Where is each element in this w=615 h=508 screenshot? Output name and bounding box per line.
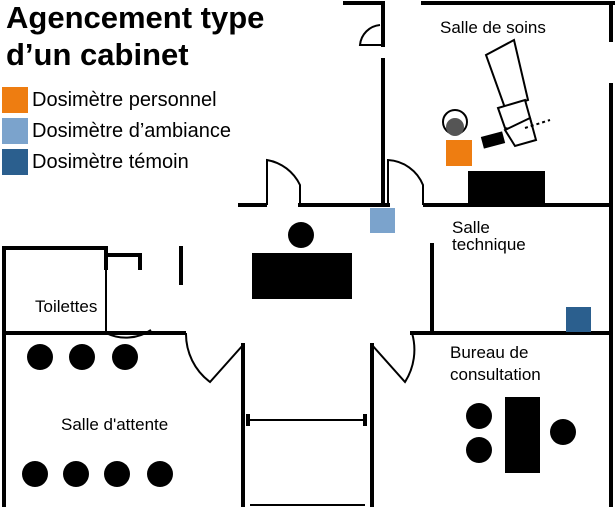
diagram-title-line2: d’un cabinet bbox=[6, 37, 189, 72]
room-label-bureau-2: consultation bbox=[450, 365, 541, 384]
chair bbox=[466, 403, 492, 429]
diagram-title-line1: Agencement type bbox=[6, 0, 265, 35]
office-furniture bbox=[466, 397, 576, 473]
operator bbox=[442, 109, 468, 136]
legend-swatch-temoin bbox=[2, 149, 28, 175]
xray-head bbox=[503, 116, 538, 148]
chair bbox=[112, 344, 138, 370]
chair bbox=[27, 344, 53, 370]
legend-label-ambiance: Dosimètre d’ambiance bbox=[32, 119, 231, 142]
legend-item-personnel: Dosimètre personnel bbox=[2, 87, 217, 113]
chair bbox=[147, 461, 173, 487]
legend-label-personnel: Dosimètre personnel bbox=[32, 88, 217, 111]
legend-swatch-personnel bbox=[2, 87, 28, 113]
room-label-salle-technique-2: technique bbox=[452, 235, 526, 254]
doors bbox=[105, 24, 424, 384]
room-label-salle-attente: Salle d'attente bbox=[61, 415, 169, 434]
xray-arm-upper bbox=[484, 38, 530, 110]
room-label-toilettes: Toilettes bbox=[35, 297, 98, 316]
room-label-bureau-1: Bureau de bbox=[450, 343, 529, 362]
door-corridor-right bbox=[387, 158, 424, 205]
xray-sensor bbox=[480, 131, 506, 149]
legend-item-temoin: Dosimètre témoin bbox=[2, 149, 189, 175]
chair bbox=[550, 419, 576, 445]
chair bbox=[63, 461, 89, 487]
receptionist bbox=[288, 222, 314, 248]
door-toilet bbox=[105, 268, 152, 339]
xray-beam bbox=[524, 119, 551, 129]
operator-head bbox=[446, 118, 464, 136]
personal-dosimeter bbox=[446, 140, 472, 166]
treatment-desk bbox=[468, 171, 545, 203]
reception-desk bbox=[252, 253, 352, 299]
chair bbox=[466, 437, 492, 463]
room-label-salle-technique-1: Salle bbox=[452, 218, 490, 237]
chair bbox=[22, 461, 48, 487]
door-waiting bbox=[184, 332, 244, 384]
xray-unit bbox=[480, 38, 551, 149]
ambient-dosimeter bbox=[370, 208, 395, 233]
chair bbox=[69, 344, 95, 370]
office-desk bbox=[505, 397, 540, 473]
door-corridor-left bbox=[266, 158, 301, 205]
waiting-chairs bbox=[22, 344, 173, 487]
door-office bbox=[371, 332, 416, 384]
legend-swatch-ambiance bbox=[2, 118, 28, 144]
witness-dosimeter bbox=[566, 307, 591, 332]
door-top bbox=[358, 24, 383, 46]
room-label-salle-de-soins: Salle de soins bbox=[440, 18, 546, 37]
wall-thin-segments bbox=[250, 419, 365, 506]
chair bbox=[104, 461, 130, 487]
legend-item-ambiance: Dosimètre d’ambiance bbox=[2, 118, 231, 144]
legend-label-temoin: Dosimètre témoin bbox=[32, 150, 189, 173]
